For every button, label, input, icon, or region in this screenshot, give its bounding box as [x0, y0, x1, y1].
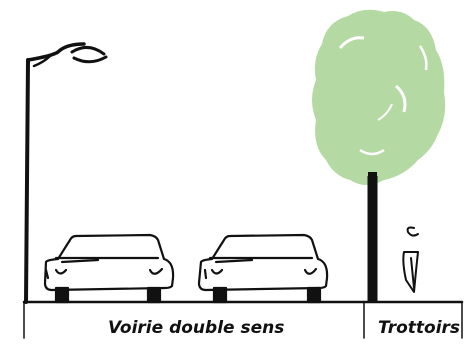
pedestrian-icon: [403, 228, 418, 293]
car-icon: [199, 235, 327, 302]
tree-icon: [312, 10, 445, 302]
road-label: Voirie double sens: [108, 318, 284, 338]
car-icon: [45, 235, 173, 302]
street-lamp-icon: [26, 44, 106, 302]
sidewalk-label: Trottoirs: [378, 318, 460, 338]
